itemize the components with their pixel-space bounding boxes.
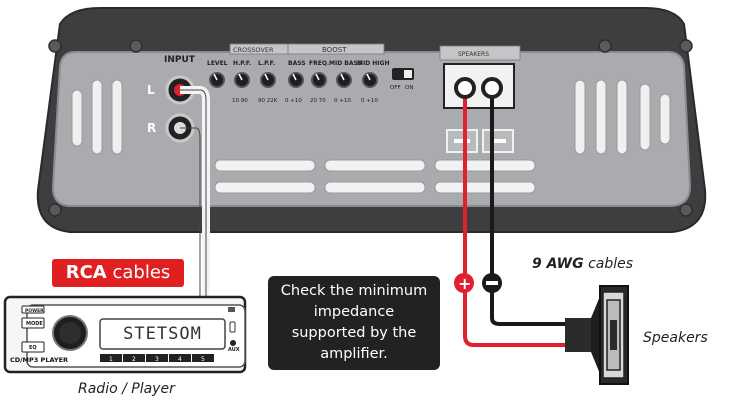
aux-port-icon[interactable] bbox=[230, 340, 236, 346]
radio-power-button[interactable] bbox=[21, 305, 45, 314]
input-label: INPUT bbox=[164, 55, 196, 65]
awg-cables-caption: 9 AWG cables bbox=[532, 256, 633, 272]
knob-label: LEVEL bbox=[207, 60, 228, 67]
radio-preset-button[interactable] bbox=[192, 354, 214, 362]
positive-marker bbox=[454, 273, 474, 293]
negative-terminal[interactable] bbox=[481, 77, 503, 99]
radio-preset-label: 1 bbox=[109, 356, 113, 363]
radio-preset-label: 2 bbox=[132, 356, 136, 363]
negative-speaker-cable bbox=[490, 88, 565, 326]
radio-eq-label: EQ bbox=[29, 345, 37, 351]
knob-scale-label: 0 +10 bbox=[285, 98, 302, 104]
rca-cables-label-rest: cables bbox=[112, 262, 171, 283]
knob-pointer bbox=[264, 73, 269, 81]
rca-cable-outline-right bbox=[180, 127, 201, 300]
speakers-caption: Speakers bbox=[643, 330, 708, 346]
knob-label: MID HIGH bbox=[357, 60, 389, 67]
radio-eq-button[interactable] bbox=[21, 341, 45, 353]
awg-caption-rest: cables bbox=[588, 256, 634, 272]
impedance-note: Check the minimum impedance supported by… bbox=[268, 276, 440, 370]
radio-mode-button[interactable] bbox=[21, 317, 45, 329]
power-switch-thumb bbox=[404, 70, 412, 78]
radio-volume-knob-center bbox=[59, 322, 81, 344]
radio-preset-button[interactable] bbox=[100, 354, 122, 362]
rca-cables-label: RCA cables bbox=[52, 259, 184, 287]
knob-pointer bbox=[315, 73, 320, 81]
amplifier-screws bbox=[48, 39, 693, 217]
radio-preset-button[interactable] bbox=[123, 354, 145, 362]
heatsink-fins-right bbox=[574, 79, 671, 155]
heatsink-fins-left bbox=[71, 79, 123, 155]
note-line-1: Check the minimum bbox=[280, 283, 428, 299]
knob-label: H.P.F. bbox=[233, 60, 251, 67]
knob-scale-label: 0 +10 bbox=[334, 98, 351, 104]
radio-display-text: STETSOM bbox=[123, 324, 202, 344]
knob-scale-label: 90 22K bbox=[258, 98, 278, 104]
switch-on-label: ON bbox=[405, 85, 413, 91]
switch-off-label: OFF bbox=[390, 85, 401, 91]
knob-pointer bbox=[340, 73, 345, 81]
radio-mode-label: MODE bbox=[26, 321, 43, 327]
minus-sign-right bbox=[490, 139, 506, 143]
knob-scale-label: 0 +10 bbox=[361, 98, 378, 104]
positive-marker-sign: + bbox=[458, 274, 471, 293]
radio-preset-label: 3 bbox=[155, 356, 159, 363]
vent-slots bbox=[214, 159, 536, 194]
radio-preset-button[interactable] bbox=[146, 354, 168, 362]
speaker-icon bbox=[565, 285, 629, 385]
radio-preset-button[interactable] bbox=[169, 354, 191, 362]
knob-label: MID BASS bbox=[329, 60, 362, 67]
radio-display bbox=[99, 318, 226, 350]
positive-terminal[interactable] bbox=[454, 77, 476, 99]
negative-marker-sign bbox=[486, 281, 498, 285]
knob-scale-label: 10 90 bbox=[232, 98, 248, 104]
rca-cables-label-bold: RCA bbox=[65, 262, 107, 283]
radio-player-caption: Radio / Player bbox=[78, 381, 175, 397]
radio-preset-label: 4 bbox=[178, 356, 182, 363]
minus-sign-left bbox=[454, 139, 470, 143]
channel-right-label: R bbox=[147, 121, 156, 135]
note-line-3: supported by the bbox=[291, 325, 417, 341]
awg-caption-bold: 9 AWG bbox=[532, 256, 584, 272]
note-line-2: impedance bbox=[313, 304, 395, 320]
boost-header: BOOST bbox=[322, 46, 347, 54]
eject-icon[interactable] bbox=[228, 307, 235, 312]
knob-label: L.P.F. bbox=[258, 60, 275, 67]
radio-player: POWER MODE EQ AUX CD/MP3 PLAYER 1 2 3 4 5 bbox=[3, 295, 247, 374]
speakers-terminal-label: SPEAKERS bbox=[458, 51, 489, 58]
knob-pointer bbox=[366, 73, 371, 81]
boost-header-box bbox=[287, 43, 385, 55]
knob-pointer bbox=[292, 73, 297, 81]
radio-aux-label: AUX bbox=[228, 347, 240, 353]
radio-power-label: POWER bbox=[25, 308, 44, 314]
rca-cable-outline bbox=[180, 89, 207, 300]
usb-port-icon[interactable] bbox=[229, 321, 236, 333]
radio-model-label: CD/MP3 PLAYER bbox=[10, 356, 68, 364]
knob-pointer bbox=[213, 73, 218, 81]
knob-pointer bbox=[238, 73, 243, 81]
knob-scale-label: 20 70 bbox=[310, 98, 326, 104]
channel-left-label: L bbox=[147, 83, 155, 97]
knob-label: FREQ. bbox=[309, 60, 329, 67]
positive-speaker-cable bbox=[463, 88, 565, 347]
knob-label: BASS bbox=[288, 60, 306, 67]
crossover-header: CROSSOVER bbox=[233, 46, 274, 54]
speakers-header-box bbox=[439, 45, 521, 61]
radio-preset-buttons: 1 2 3 4 5 bbox=[100, 354, 214, 363]
radio-preset-label: 5 bbox=[201, 356, 205, 363]
note-line-4: amplifier. bbox=[320, 346, 388, 362]
